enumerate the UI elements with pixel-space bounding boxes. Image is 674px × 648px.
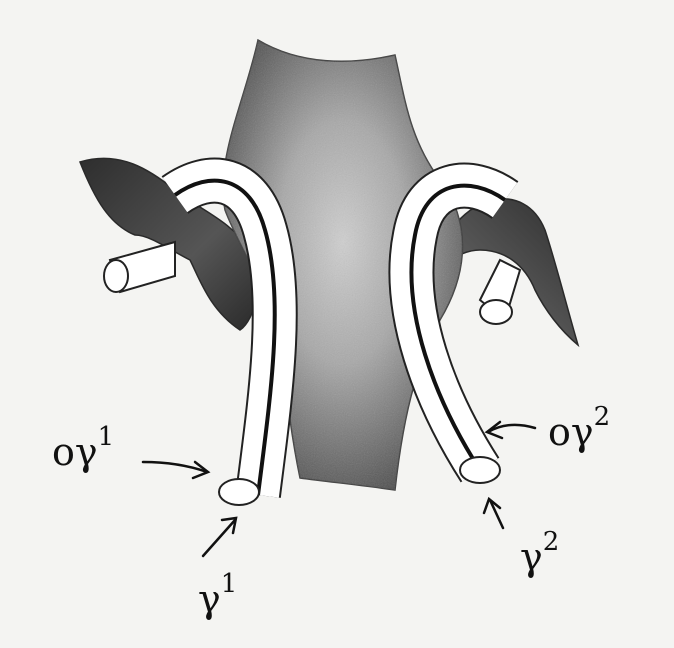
arrow-gamma-2 bbox=[484, 499, 503, 528]
gamma-1-end-circle bbox=[219, 479, 259, 505]
arrow-o-gamma-2 bbox=[487, 422, 535, 438]
label-gamma-2: γ2 bbox=[520, 527, 559, 579]
arrow-o-gamma-1 bbox=[143, 462, 208, 478]
label-o-gamma-2: oγ2 bbox=[548, 402, 610, 454]
right-tube-stub bbox=[480, 260, 520, 324]
label-gamma-1: γ1 bbox=[198, 569, 237, 621]
left-tube-stub bbox=[104, 242, 175, 292]
label-o-gamma-1: oγ1 bbox=[52, 422, 114, 474]
arrow-gamma-1 bbox=[203, 518, 236, 556]
gamma-2-end-circle bbox=[460, 457, 500, 483]
